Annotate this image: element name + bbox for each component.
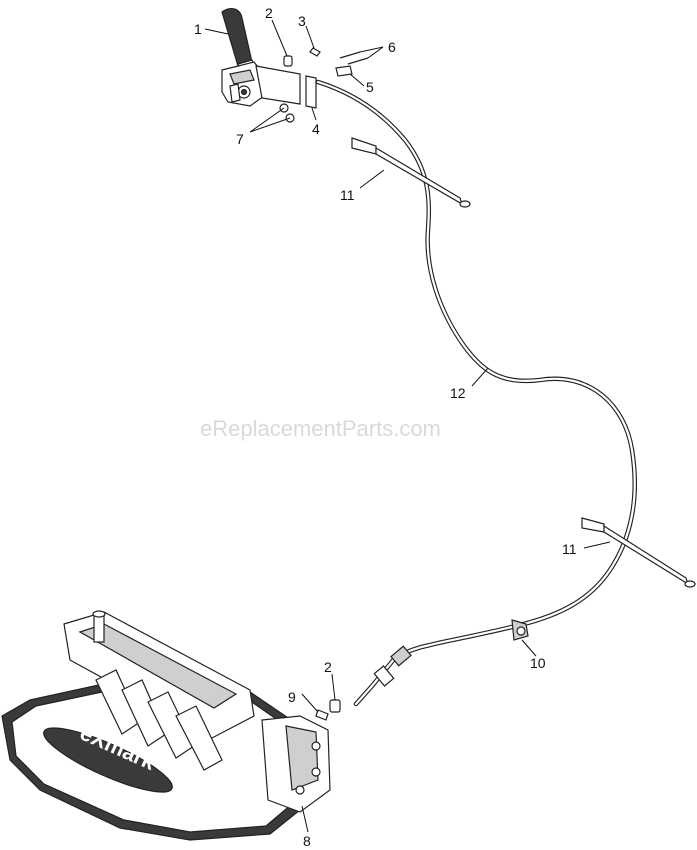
callout-10: 10 bbox=[530, 655, 546, 671]
callout-3: 3 bbox=[298, 13, 306, 29]
callout-7: 7 bbox=[236, 131, 244, 147]
callout-1: 1 bbox=[194, 21, 202, 37]
callout-8: 8 bbox=[303, 833, 311, 849]
callouts: 1 2 3 6 5 7 4 11 12 11 10 2 9 8 bbox=[194, 5, 577, 849]
callout-6: 6 bbox=[388, 39, 396, 55]
callout-4: 4 bbox=[312, 121, 320, 137]
callout-12: 12 bbox=[450, 385, 466, 401]
cable-strap-lower bbox=[581, 517, 696, 588]
watermark: eReplacementParts.com bbox=[200, 416, 441, 441]
callout-9: 9 bbox=[288, 689, 296, 705]
lower-bracket-hardware bbox=[315, 699, 341, 721]
callout-11-lower: 11 bbox=[562, 541, 577, 557]
machine-base: eXmark bbox=[1, 610, 331, 841]
cable-clamp bbox=[511, 619, 529, 641]
callout-5: 5 bbox=[366, 79, 374, 95]
control-lever-assembly bbox=[221, 8, 369, 123]
callout-2-upper: 2 bbox=[265, 5, 273, 21]
callout-11-upper: 11 bbox=[340, 187, 355, 203]
cable-assembly bbox=[315, 79, 637, 707]
callout-2-lower: 2 bbox=[324, 659, 332, 675]
leader-lines bbox=[204, 19, 611, 833]
cable-strap-upper bbox=[351, 137, 471, 208]
